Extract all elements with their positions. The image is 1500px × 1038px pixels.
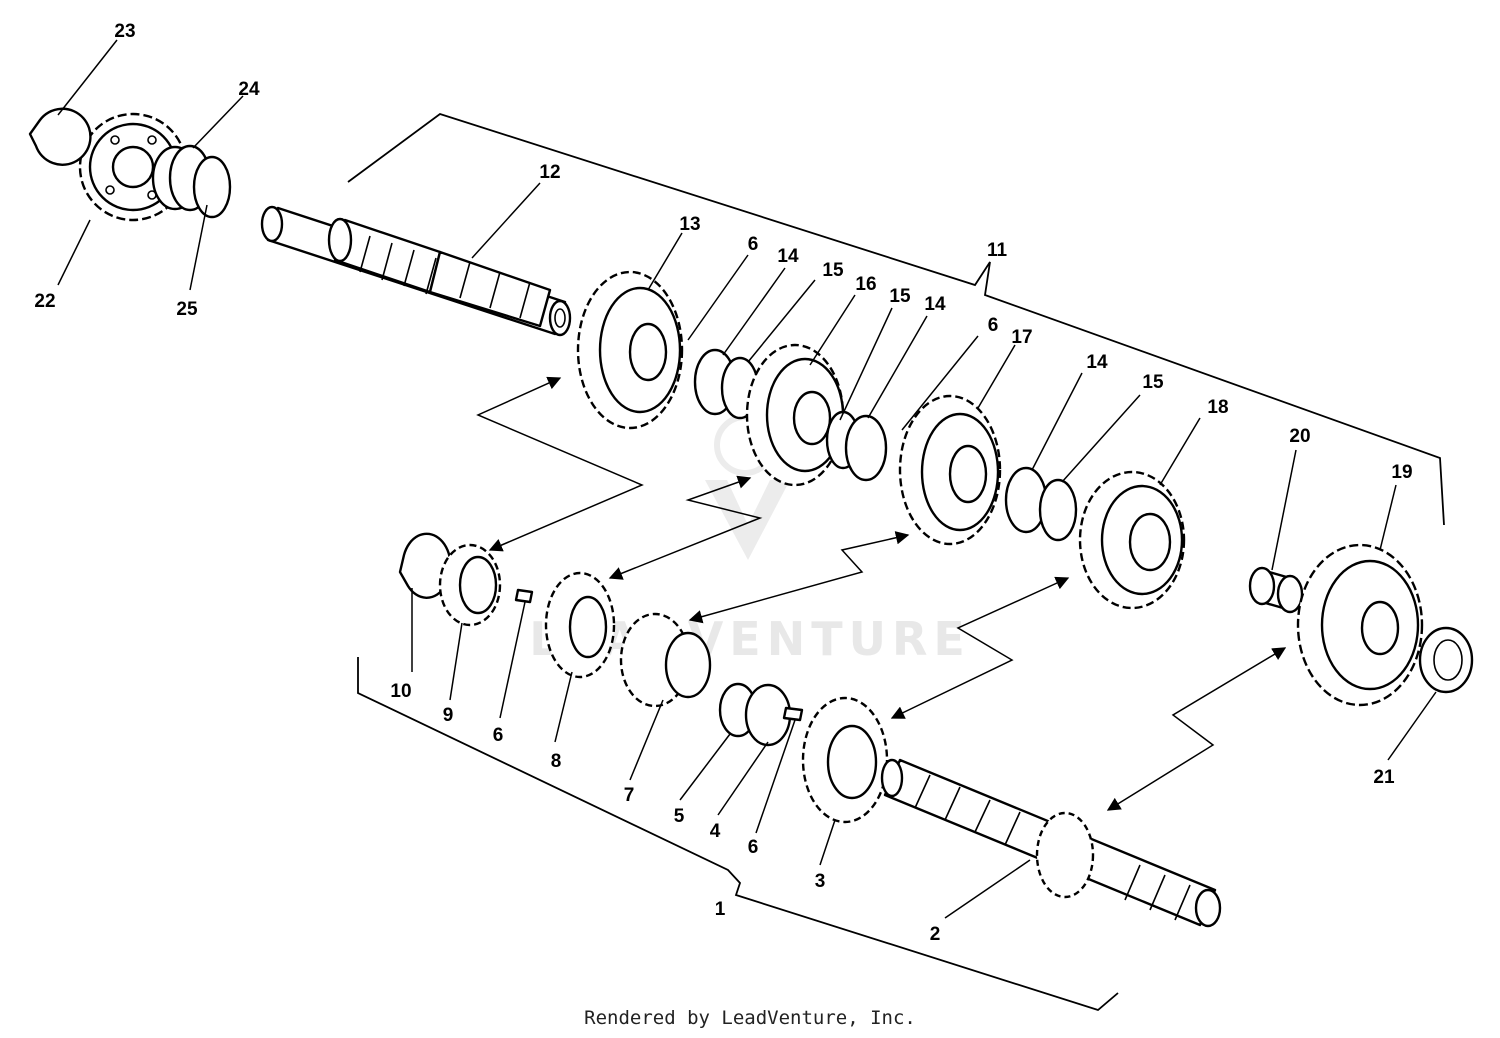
gear-17 bbox=[898, 394, 1002, 546]
callout-11: 11 bbox=[987, 240, 1008, 261]
callout-21: 21 bbox=[1373, 767, 1395, 788]
gear-18 bbox=[1078, 470, 1186, 610]
callout-4: 4 bbox=[710, 821, 721, 842]
gear-19 bbox=[1296, 543, 1424, 707]
countershaft-12 bbox=[260, 205, 572, 337]
countershaft-bracket bbox=[347, 113, 1445, 526]
callout-6c: 6 bbox=[493, 725, 504, 746]
footer-credit: Rendered by LeadVenture, Inc. bbox=[584, 1007, 916, 1029]
gear-13 bbox=[576, 270, 684, 430]
callout-6b: 6 bbox=[988, 315, 999, 336]
gear-3 bbox=[801, 696, 889, 824]
leader-lines bbox=[57, 39, 1437, 919]
callout-25: 25 bbox=[176, 299, 198, 320]
o-ring-25 bbox=[192, 155, 232, 219]
washer-14b bbox=[844, 414, 888, 482]
callout-9: 9 bbox=[443, 705, 454, 726]
gear-7 bbox=[619, 612, 712, 708]
callout-15c: 15 bbox=[1142, 372, 1164, 393]
drive-sprocket-22 bbox=[78, 112, 199, 222]
gear-8 bbox=[544, 571, 616, 679]
callout-14a: 14 bbox=[777, 246, 799, 267]
callout-1: 1 bbox=[715, 899, 726, 920]
gear-9 bbox=[438, 543, 502, 627]
callout-13: 13 bbox=[679, 214, 700, 235]
callout-17: 17 bbox=[1011, 327, 1032, 348]
callout-5: 5 bbox=[674, 806, 685, 827]
callout-15a: 15 bbox=[822, 260, 844, 281]
callout-10: 10 bbox=[390, 681, 411, 702]
callout-15b: 15 bbox=[889, 286, 911, 307]
mainshaft-bracket bbox=[357, 657, 1119, 1012]
callout-6a: 6 bbox=[748, 234, 759, 255]
gear-16 bbox=[745, 343, 845, 487]
callout-2: 2 bbox=[930, 924, 941, 945]
callout-7: 7 bbox=[624, 785, 635, 806]
mainshaft-2 bbox=[880, 758, 1222, 928]
callout-20: 20 bbox=[1289, 426, 1310, 447]
callout-16: 16 bbox=[855, 274, 876, 295]
needle-bearing-20 bbox=[1248, 566, 1304, 614]
callout-6d: 6 bbox=[748, 837, 759, 858]
callout-3: 3 bbox=[815, 871, 826, 892]
callout-labels: 23 24 22 25 12 13 6 14 15 16 15 14 11 6 … bbox=[34, 21, 1412, 945]
washer-6d bbox=[514, 588, 534, 604]
callout-22: 22 bbox=[34, 291, 55, 312]
washer-21 bbox=[1418, 626, 1474, 694]
snap-ring-23 bbox=[28, 107, 92, 166]
callout-24: 24 bbox=[238, 79, 260, 100]
callout-18: 18 bbox=[1207, 397, 1228, 418]
callout-14b: 14 bbox=[924, 294, 946, 315]
washer-6e bbox=[782, 706, 804, 722]
ring-15c bbox=[1038, 478, 1078, 542]
callout-8: 8 bbox=[551, 751, 562, 772]
callout-14c: 14 bbox=[1086, 352, 1108, 373]
callout-19: 19 bbox=[1391, 462, 1412, 483]
callout-23: 23 bbox=[114, 21, 135, 42]
mesh-arrows bbox=[476, 376, 1287, 811]
callout-12: 12 bbox=[539, 162, 560, 183]
